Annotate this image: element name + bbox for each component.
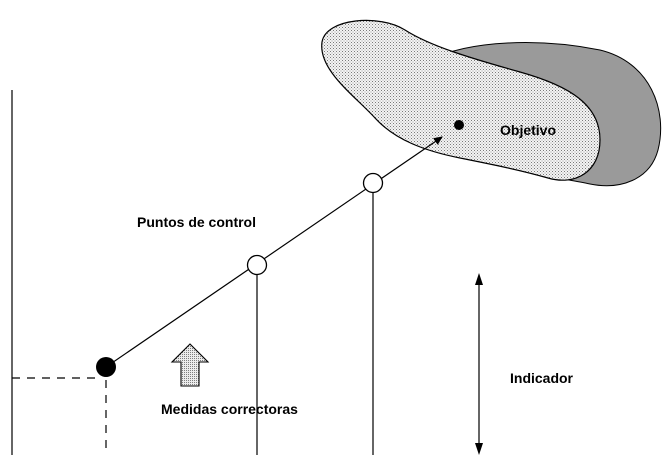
start-point: [96, 357, 116, 377]
checkpoint-circle-1: [246, 254, 268, 276]
corrective-arrow-icon: [170, 343, 210, 387]
checkpoints-label: Puntos de control: [137, 214, 256, 230]
indicator-label: Indicador: [510, 370, 574, 386]
corrective-measures-label: Medidas correctoras: [161, 401, 298, 417]
target-area: [321, 19, 601, 181]
target-label: Objetivo: [500, 122, 556, 138]
indicator-arrow-down-icon: [475, 443, 483, 455]
checkpoint-circle-2: [362, 172, 384, 194]
indicator-arrow-up-icon: [475, 273, 483, 285]
trajectory-line: [105, 136, 443, 368]
target-dot: [454, 120, 464, 130]
